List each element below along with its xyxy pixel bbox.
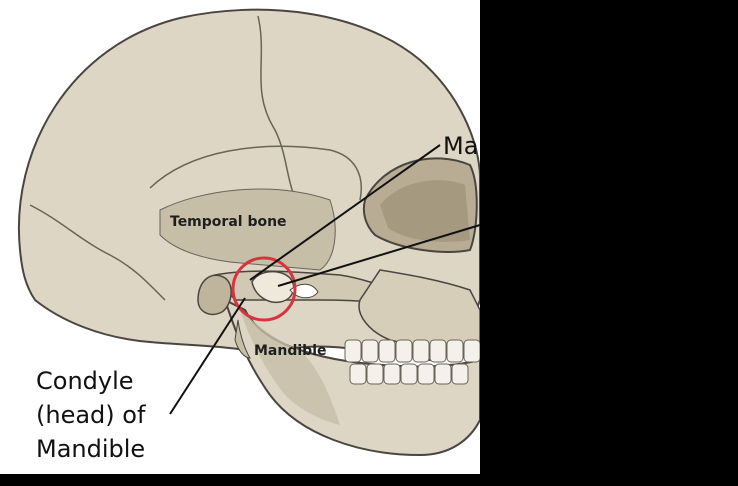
cut-off-label: Ma <box>443 132 478 160</box>
condyle-label-line-2: (head) of <box>36 398 145 432</box>
mandible-label: Mandible <box>254 343 326 359</box>
external-auditory-meatus <box>198 275 231 314</box>
condyle-label: Condyle (head) of Mandible <box>36 364 145 466</box>
bottom-black-bar <box>0 474 480 486</box>
condyle-label-line-1: Condyle <box>36 364 145 398</box>
temporal-bone-label: Temporal bone <box>170 214 287 230</box>
black-occluding-panel <box>480 0 738 486</box>
condyle-label-line-3: Mandible <box>36 432 145 466</box>
